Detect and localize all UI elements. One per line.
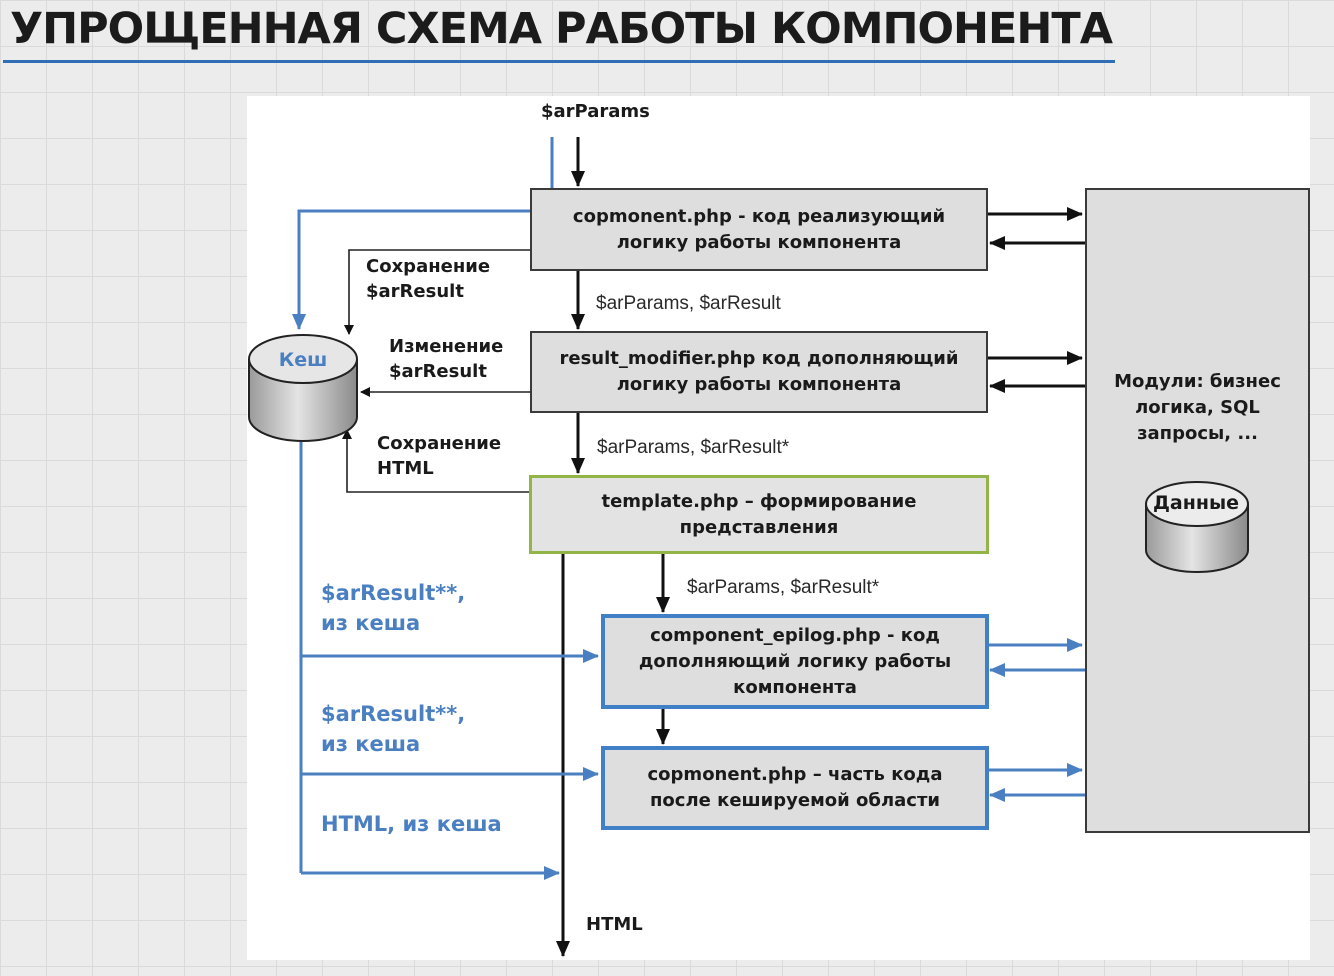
- component-php-box: copmonent.php - код реализующий логику р…: [530, 188, 988, 271]
- result-modifier-box: result_modifier.php код дополняющий логи…: [530, 331, 988, 413]
- component-epilog-box: component_epilog.php - код дополняющий л…: [601, 614, 989, 709]
- box-text-line: представления: [679, 516, 839, 538]
- template-php-box: template.php – формирование представлени…: [529, 475, 989, 554]
- from-cache-result-label: $arResult**, из кеша: [321, 702, 466, 756]
- flow-label-params-result-star: $arParams, $arResult*: [597, 437, 790, 458]
- cache-blue-lines: [292, 137, 599, 880]
- flow-label-params-result: $arParams, $arResult: [596, 293, 781, 314]
- cache-label: Кеш: [278, 349, 328, 371]
- slide-title: УПРОЩЕННАЯ СХЕМА РАБОТЫ КОМПОНЕНТА: [10, 4, 1113, 54]
- box-text-line: дополняющий логику работы: [638, 650, 952, 672]
- module-exchange-arrows-blue: [988, 638, 1086, 802]
- title-underline: [3, 60, 1115, 63]
- save-result-label: Сохранение $arResult: [366, 256, 491, 302]
- box-text-line: result_modifier.php код дополняющий: [559, 348, 959, 369]
- box-text-line: запросы, ...: [1137, 423, 1258, 444]
- modify-result-label: Изменение $arResult: [389, 336, 504, 382]
- main-flow-arrows: [556, 137, 670, 957]
- save-html-label: Сохранение HTML: [377, 433, 502, 479]
- module-exchange-arrows: [988, 207, 1086, 393]
- box-text-line: логика, SQL: [1135, 397, 1260, 418]
- from-cache-result-label: $arResult**, из кеша: [321, 581, 466, 635]
- after-cache-box: copmonent.php – часть кода после кешируе…: [601, 746, 989, 830]
- box-text-line: логику работы компонента: [616, 374, 902, 395]
- box-text-line: component_epilog.php - код: [650, 624, 940, 646]
- box-text-line: copmonent.php - код реализующий: [572, 205, 946, 227]
- box-text-line: логику работы компонента: [616, 231, 902, 253]
- flow-label-params-result-star: $arParams, $arResult*: [687, 577, 880, 598]
- from-cache-html-label: HTML, из кеша: [321, 812, 502, 836]
- box-text-line: после кешируемой области: [649, 790, 941, 811]
- box-text-line: Модули: бизнес: [1114, 371, 1281, 392]
- box-text-line: template.php – формирование: [601, 490, 917, 512]
- cache-database-icon: [248, 334, 358, 442]
- cache-save-arrows: [342, 249, 530, 493]
- box-text-line: компонента: [733, 676, 857, 698]
- data-database-icon: [1145, 481, 1249, 573]
- output-html-label: HTML: [586, 914, 643, 935]
- data-label: Данные: [1152, 492, 1240, 514]
- input-params-label: $arParams: [541, 101, 650, 122]
- box-text-line: copmonent.php – часть кода: [647, 764, 943, 785]
